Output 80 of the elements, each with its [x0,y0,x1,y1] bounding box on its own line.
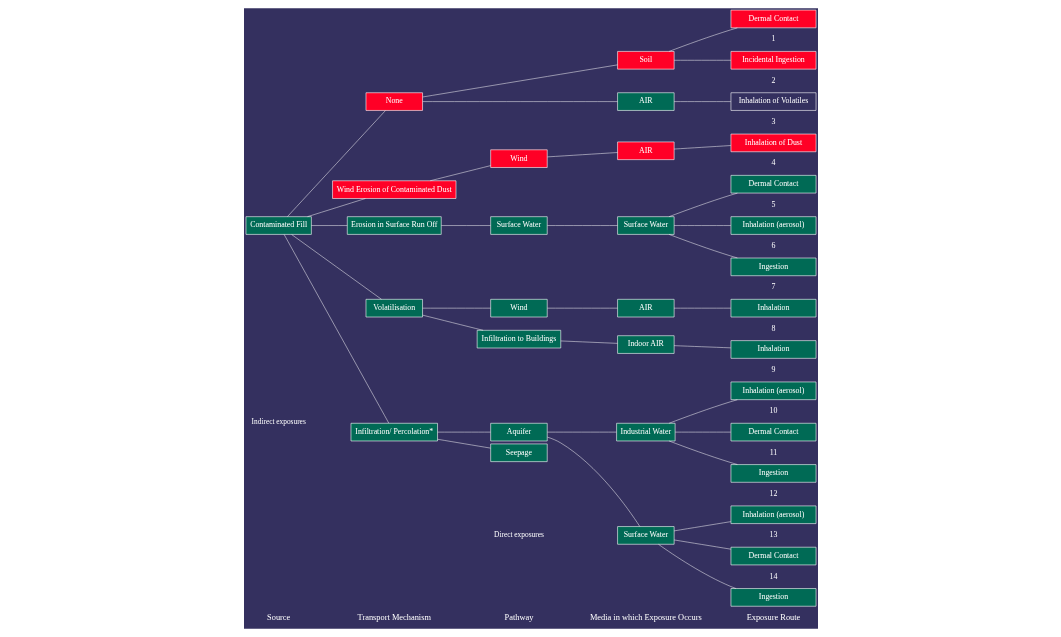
node-box: AIR [616,299,674,318]
connector [546,436,640,527]
node-box: Ingestion [730,588,816,607]
node-label: 2 [771,75,775,85]
node-box: Surface Water [489,216,548,235]
connector [286,110,386,217]
node-box: Inhalation (aerosol) [730,381,816,400]
node-label: 4 [771,158,775,168]
node-box: Dermal Contact [730,546,816,566]
connector [673,145,731,150]
node-box: Indoor AIR [616,335,674,354]
node-box: Aquifer [489,422,548,442]
node-box: AIR [616,92,674,111]
node-box: Incidental Ingestion [730,51,816,70]
node-box: Seepage [489,443,548,462]
node-box: AIR [616,141,674,160]
node-label: 1 [771,34,775,44]
node-label: 14 [769,571,777,581]
connector [306,198,366,217]
connector [668,234,738,259]
connector [673,225,731,226]
node-box: Inhalation [730,299,816,318]
connector [546,307,618,309]
node-box: Dermal Contact [730,9,816,29]
node-box: Infiltration/ Percolation* [350,422,438,442]
node-label: 8 [771,323,775,333]
connector [668,192,738,217]
label: Indirect exposures [251,416,306,426]
node-box: Dermal Contact [730,422,816,442]
label: Exposure Route [746,613,800,623]
node-label: 3 [771,117,775,127]
label: Source [266,613,290,623]
connector [560,340,618,344]
connector [546,152,618,158]
node-label: 6 [771,241,775,251]
node-box: None [365,92,423,111]
connector [429,165,491,181]
node-box: Ingestion [730,257,816,276]
node-box: Inhalation of Volatiles [730,92,816,111]
node-box: Wind [489,149,548,168]
connector [422,101,618,102]
node-box: Infiltration to Buildings [476,330,561,349]
connector [673,345,731,349]
connector [440,225,491,226]
label: Media in which Exposure Occurs [589,613,702,623]
connector [668,440,738,465]
connector [283,234,389,424]
node-box: Volatilisation [365,299,423,318]
connector [668,27,738,52]
node-label: 9 [771,365,775,375]
node-box: Contaminated Fill [245,216,312,235]
node-box: Inhalation [730,340,816,359]
connector [546,225,618,226]
node-box: Surface Water [616,216,674,235]
node-label: 12 [769,488,777,498]
label: Transport Mechanism [357,613,431,623]
connector [310,225,347,226]
connector [436,439,491,449]
label: Pathway [504,613,533,623]
connector [421,314,483,331]
node-box: Inhalation of Dust [730,133,816,153]
node-box: Wind Erosion of Contaminated Dust [331,180,456,199]
node-box: Ingestion [730,464,816,483]
node-box: Wind [489,299,548,318]
node-box: Surface Water [616,526,674,545]
node-label: 11 [769,447,777,457]
node-label: 13 [769,530,777,540]
node-box: Inhalation (aerosol) [730,216,816,235]
node-box: Industrial Water [615,422,675,442]
node-label: 10 [769,406,777,416]
node-label: 7 [771,282,775,292]
connector [422,64,618,98]
node-box: Soil [616,51,674,70]
label: Direct exposures [493,530,544,540]
connector [657,544,736,589]
node-label: 5 [771,199,775,209]
connector [673,101,731,102]
node-box: Dermal Contact [730,175,816,194]
node-box: Erosion in Surface Run Off [346,216,442,235]
node-box: Inhalation (aerosol) [730,505,816,524]
